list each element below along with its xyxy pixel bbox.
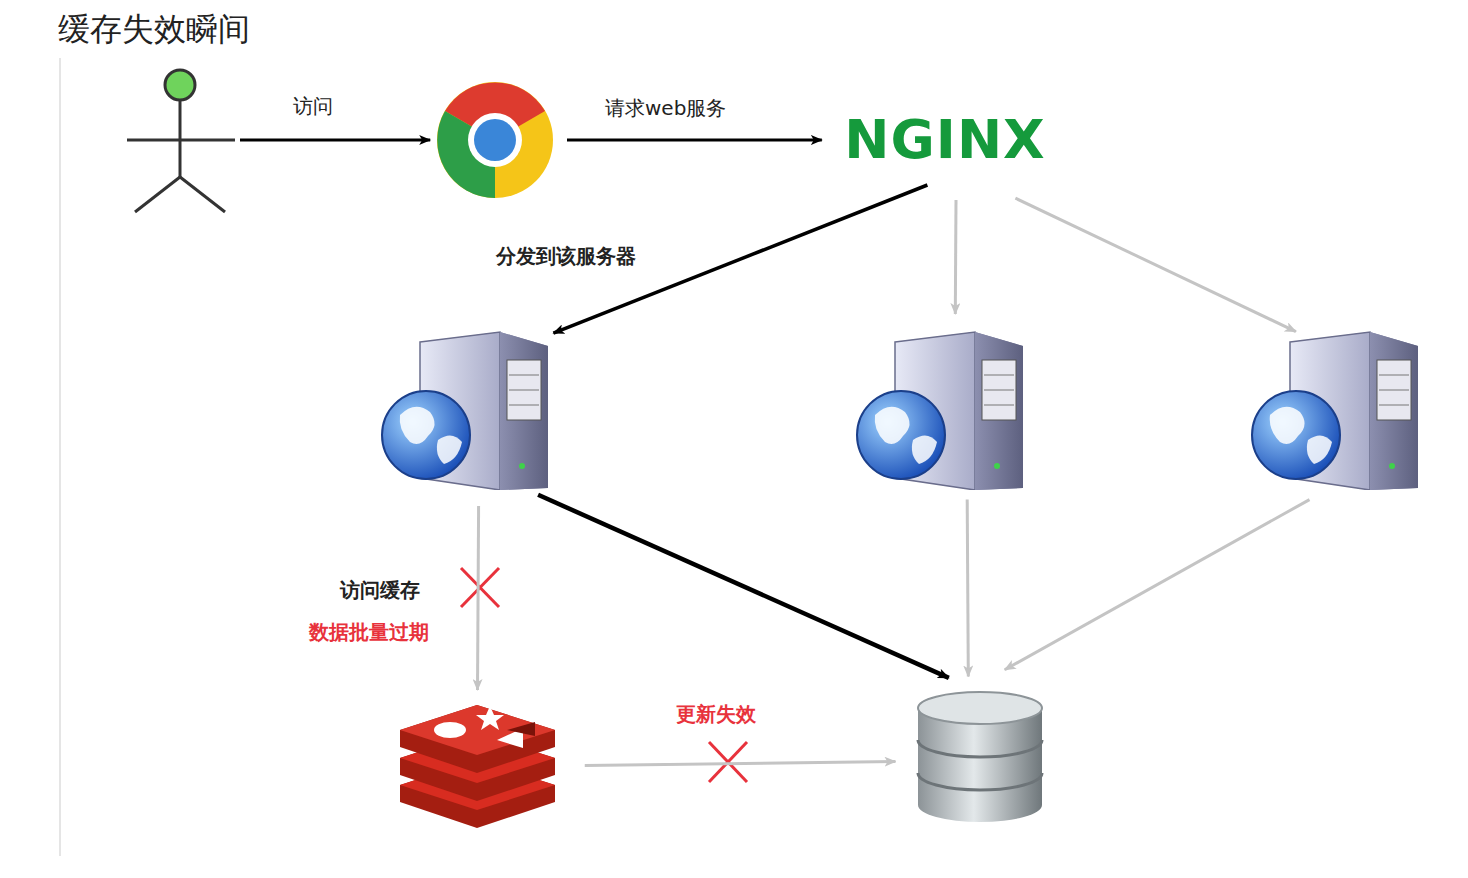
edge-label: 分发到该服务器 bbox=[496, 243, 636, 270]
redis-cache bbox=[395, 690, 560, 830]
edge-label: 访问缓存 bbox=[340, 577, 420, 604]
flow-arrow bbox=[1005, 500, 1310, 670]
edge-label: 请求web服务 bbox=[605, 95, 726, 122]
browser-icon bbox=[435, 80, 555, 200]
database-icon bbox=[915, 690, 1045, 825]
server-icon bbox=[855, 330, 1025, 490]
user-figure bbox=[125, 65, 240, 215]
fail-cross bbox=[709, 742, 747, 782]
web-server bbox=[1250, 330, 1420, 490]
database bbox=[915, 690, 1045, 825]
web-server bbox=[855, 330, 1025, 490]
logo-text: NGINX bbox=[835, 110, 1055, 170]
flow-arrow bbox=[954, 200, 958, 314]
flow-arrow bbox=[1015, 198, 1296, 331]
flow-arrow bbox=[585, 762, 896, 766]
web-server bbox=[380, 330, 550, 490]
status-note: 数据批量过期 bbox=[309, 619, 429, 646]
edge-label: 访问 bbox=[293, 93, 333, 120]
edge-label: 更新失效 bbox=[676, 701, 756, 728]
nginx-node: NGINX bbox=[835, 110, 1055, 170]
flow-arrow bbox=[967, 500, 968, 677]
person-icon bbox=[125, 65, 240, 215]
flow-arrow bbox=[538, 495, 949, 678]
margin-rule bbox=[59, 58, 61, 856]
server-icon bbox=[380, 330, 550, 490]
diagram-title: 缓存失效瞬间 bbox=[58, 8, 250, 52]
fail-cross bbox=[461, 568, 499, 607]
flow-arrow bbox=[240, 139, 430, 142]
server-icon bbox=[1250, 330, 1420, 490]
redis-icon bbox=[395, 690, 560, 830]
flow-arrow bbox=[478, 506, 479, 690]
flow-arrow bbox=[567, 139, 822, 142]
browser-node bbox=[435, 80, 555, 200]
